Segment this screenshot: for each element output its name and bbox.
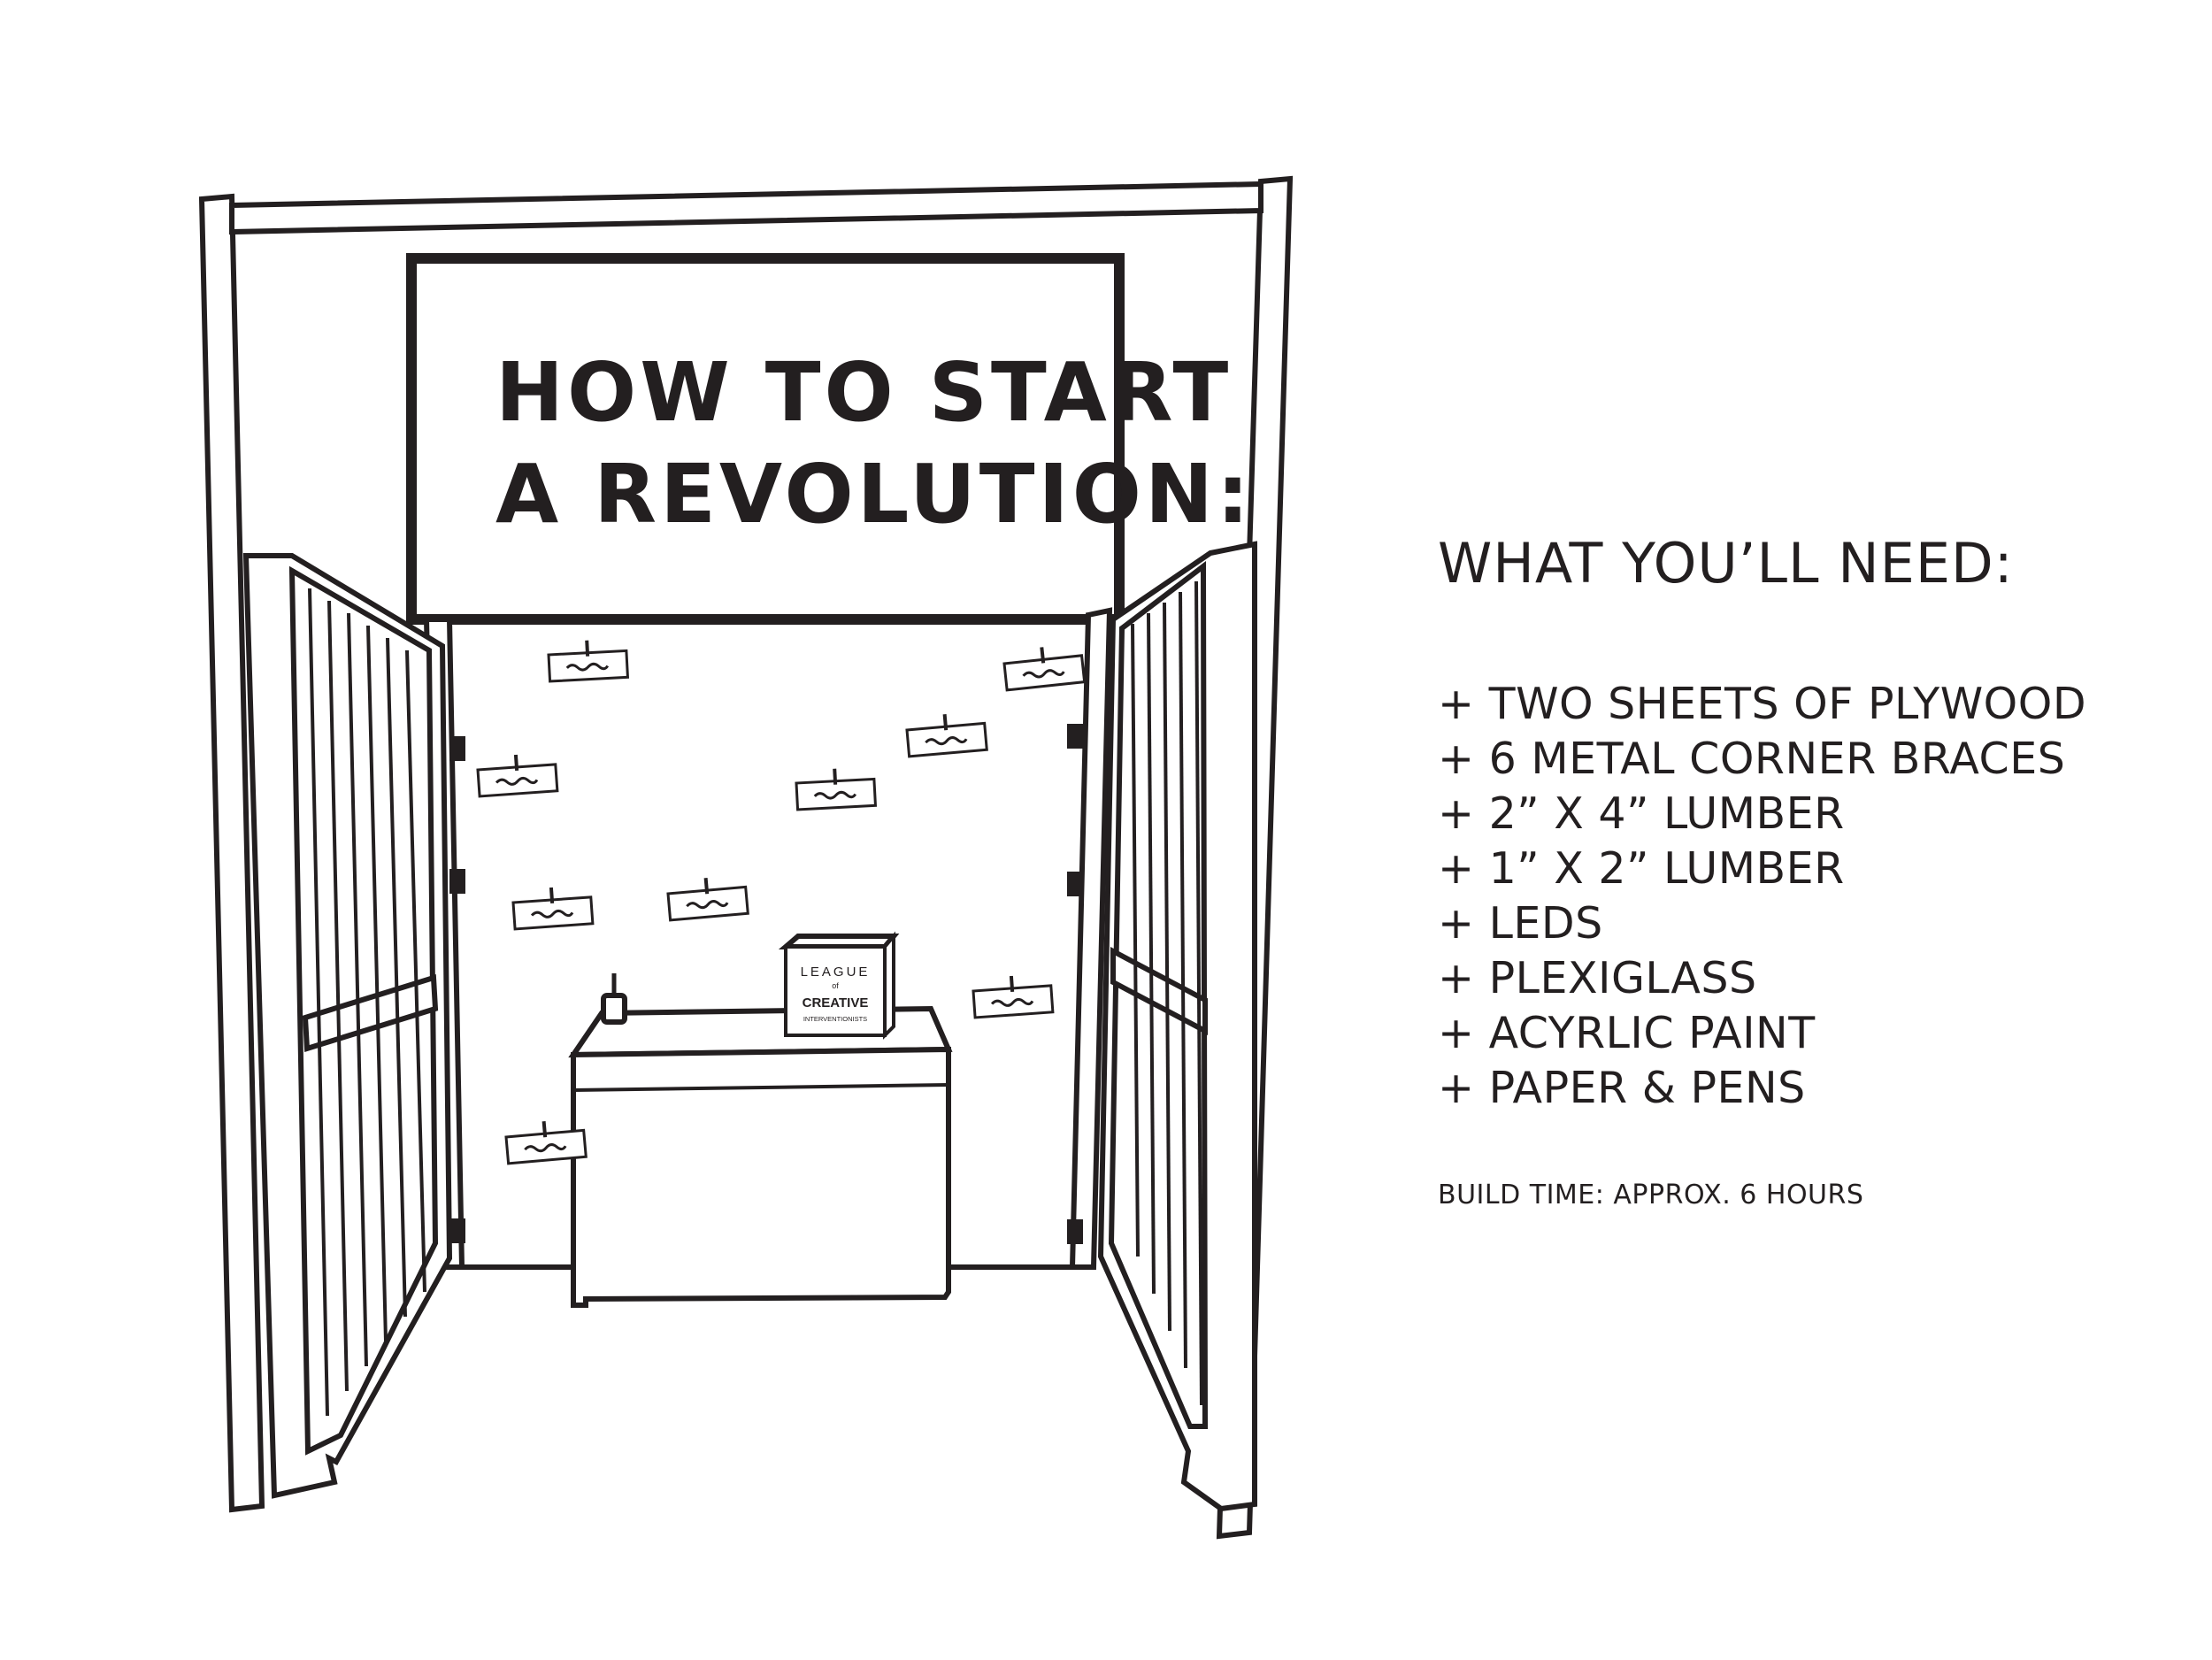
box-label-line-4: INTERVENTIONISTS: [803, 1015, 867, 1023]
list-item: + 6 METAL CORNER BRACES: [1438, 734, 2066, 784]
panel-heading: WHAT YOU’LL NEED:: [1438, 531, 2014, 596]
note-scribble: [925, 736, 968, 746]
materials-panel: WHAT YOU’LL NEED: + TWO SHEETS OF PLYWOO…: [1438, 531, 2163, 1210]
hinge: [1067, 872, 1083, 896]
frame-left-post: [198, 193, 265, 1513]
right-door: [1097, 541, 1257, 1512]
note-scribble: [524, 1143, 567, 1153]
note-scribble: [495, 776, 539, 786]
door-slat: [1163, 602, 1171, 1332]
list-item: + ACYRLIC PAINT: [1438, 1008, 1816, 1058]
door-slat: [1147, 612, 1156, 1295]
frame-top-beam: [229, 181, 1263, 235]
list-item: + 2” X 4” LUMBER: [1438, 788, 1845, 839]
sign-line-1: HOW TO START: [495, 345, 1232, 440]
note-card: [504, 1121, 588, 1165]
note-pin: [1040, 647, 1046, 664]
note-card: [972, 975, 1055, 1019]
box-label-line-2: of: [832, 981, 839, 990]
pen-cup: [601, 993, 627, 1025]
note-pin: [541, 1121, 548, 1138]
note-card: [511, 887, 595, 931]
note-pin: [513, 754, 519, 772]
note-card: [666, 878, 749, 922]
ballot-box-side: [883, 931, 895, 1040]
hinge: [449, 736, 465, 761]
box-label-line-1: LEAGUE: [801, 964, 871, 980]
hinges: [449, 724, 1083, 1244]
note-pin: [703, 878, 710, 895]
note-card: [476, 754, 559, 798]
door-slat: [327, 600, 349, 1392]
list-item: + LEDS: [1438, 898, 1603, 949]
list-item: + TWO SHEETS OF PLYWOOD: [1438, 679, 2087, 729]
door-slat: [1194, 580, 1203, 1406]
right-door-inner: [1108, 560, 1209, 1429]
inner-right-post: [1069, 607, 1113, 1270]
door-slat: [405, 649, 426, 1293]
list-item: + 1” X 2” LUMBER: [1438, 843, 1845, 894]
hinge: [449, 869, 465, 894]
door-slat: [366, 625, 388, 1342]
note-scribble: [686, 900, 729, 910]
note-pin: [1009, 975, 1015, 993]
hinge: [1067, 724, 1083, 749]
note-card: [905, 714, 988, 758]
door-slat: [386, 637, 407, 1318]
note-card: [547, 640, 630, 683]
ballot-box: [784, 945, 887, 1037]
box-label-line-3: CREATIVE: [803, 995, 869, 1011]
note-pin: [549, 887, 555, 904]
build-time: BUILD TIME: APPROX. 6 HOURS: [1438, 1180, 1864, 1210]
sign-line-2: A REVOLUTION:: [495, 447, 1253, 542]
note-card: [1002, 647, 1087, 692]
hinge: [449, 1218, 465, 1243]
list-item: + PAPER & PENS: [1438, 1063, 1806, 1113]
sign-board: [406, 253, 1125, 625]
door-slats: [308, 580, 1203, 1417]
left-door-inner: [288, 565, 439, 1456]
door-slat: [308, 588, 329, 1417]
note-scribble: [813, 790, 857, 800]
supply-list: + TWO SHEETS OF PLYWOOD + 6 METAL CORNER…: [1438, 677, 2163, 1116]
door-slat: [347, 612, 368, 1367]
note-pin: [942, 714, 949, 731]
hinge: [1067, 1219, 1083, 1244]
counter-edge: [572, 1083, 949, 1092]
door-slat: [1131, 623, 1140, 1257]
door-slat: [1179, 591, 1187, 1369]
list-item: + PLEXIGLASS: [1438, 953, 1757, 1003]
note-scribble: [530, 909, 574, 918]
note-pin: [833, 768, 838, 785]
counter-body: [571, 1046, 951, 1308]
note-scribble: [1022, 669, 1065, 679]
note-pin: [585, 640, 590, 657]
note-scribble: [990, 997, 1034, 1007]
pinned-notes: [476, 640, 1087, 1165]
note-scribble: [565, 662, 610, 672]
note-card: [795, 768, 878, 811]
